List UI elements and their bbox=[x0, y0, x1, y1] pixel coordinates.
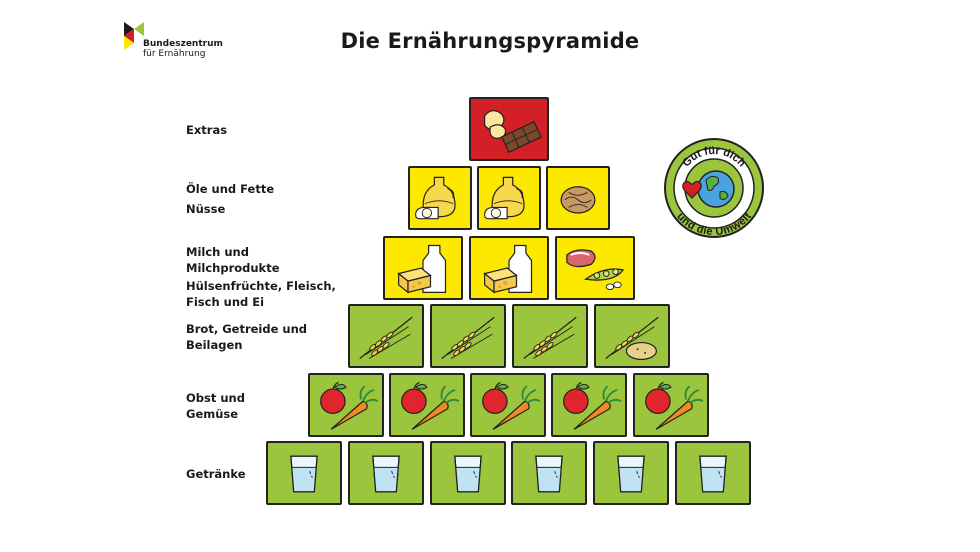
apple-carrot-icon bbox=[320, 381, 379, 430]
pyramid-tile-drinks bbox=[266, 441, 342, 505]
milk-cheese-icon bbox=[483, 244, 533, 294]
grain-icon bbox=[441, 316, 495, 359]
pyramid-tile-drinks bbox=[511, 441, 587, 505]
label-line: Öle und Fette bbox=[186, 182, 275, 196]
glass-water-icon bbox=[617, 455, 645, 493]
pyramid-tile-produce bbox=[308, 373, 384, 437]
label-line: Obst und bbox=[186, 391, 245, 405]
milk-cheese-icon bbox=[397, 244, 447, 294]
pyramid-tile-grains bbox=[594, 304, 670, 368]
badge-bottom-text: und die Umwelt bbox=[674, 210, 754, 238]
apple-carrot-icon bbox=[482, 381, 541, 430]
pyramid-tile-produce bbox=[389, 373, 465, 437]
sweets-snacks-icon bbox=[484, 110, 543, 153]
pyramid-tile-grains bbox=[512, 304, 588, 368]
grain-icon bbox=[359, 316, 413, 359]
pyramid-tile-extras bbox=[469, 97, 549, 161]
label-line: Gemüse bbox=[186, 407, 239, 421]
apple-carrot-icon bbox=[401, 381, 460, 430]
label-dairy: Milch und Milchprodukte Hülsenfrüchte, F… bbox=[186, 244, 336, 310]
pyramid-tile-drinks bbox=[593, 441, 669, 505]
glass-water-icon bbox=[535, 455, 563, 493]
walnut-icon bbox=[560, 186, 596, 214]
svg-text:und die Umwelt: und die Umwelt bbox=[674, 210, 754, 238]
grain-icon bbox=[523, 316, 577, 359]
label-line: Milch und Milchprodukte bbox=[186, 245, 280, 275]
label-extras: Extras bbox=[186, 122, 336, 138]
pyramid-tile-drinks bbox=[430, 441, 506, 505]
label-produce: Obst und Gemüse bbox=[186, 390, 336, 422]
label-line: Nüsse bbox=[186, 202, 226, 216]
pyramid-tile-grains bbox=[430, 304, 506, 368]
pyramid-tile-drinks bbox=[675, 441, 751, 505]
logo-line2: für Ernährung bbox=[143, 49, 206, 59]
pyramid-tile-oils bbox=[546, 166, 610, 230]
meat-legumes-icon bbox=[566, 249, 625, 291]
logo-flag-icon bbox=[124, 22, 144, 50]
label-drinks: Getränke bbox=[186, 466, 336, 482]
bzfe-logo: Bundeszentrum für Ernährung bbox=[122, 20, 242, 60]
logo-text: Bundeszentrum für Ernährung bbox=[143, 39, 223, 59]
glass-water-icon bbox=[454, 455, 482, 493]
label-line: Beilagen bbox=[186, 338, 243, 352]
pyramid-tile-produce bbox=[470, 373, 546, 437]
label-line: Brot, Getreide und bbox=[186, 322, 307, 336]
pyramid-tile-oils bbox=[408, 166, 472, 230]
label-grains: Brot, Getreide und Beilagen bbox=[186, 321, 336, 353]
grain-potato-icon bbox=[605, 316, 659, 361]
heart-icon bbox=[682, 180, 702, 199]
label-line: Getränke bbox=[186, 467, 246, 481]
label-oils: Öle und Fette Nüsse bbox=[186, 181, 336, 217]
pyramid-tile-drinks bbox=[348, 441, 424, 505]
glass-water-icon bbox=[699, 455, 727, 493]
pyramid-tile-dairy bbox=[469, 236, 549, 300]
label-line: Extras bbox=[186, 123, 228, 137]
apple-carrot-icon bbox=[645, 381, 704, 430]
pyramid-tile-produce bbox=[633, 373, 709, 437]
pyramid-tile-dairy bbox=[555, 236, 635, 300]
logo-line1: Bundeszentrum bbox=[143, 39, 223, 49]
pyramid-tile-grains bbox=[348, 304, 424, 368]
glass-water-icon bbox=[290, 455, 318, 493]
eco-badge: Gut für dich und die Umwelt bbox=[662, 136, 766, 240]
glass-water-icon bbox=[372, 455, 400, 493]
label-line: Fisch und Ei bbox=[186, 295, 265, 309]
page-title: Die Ernährungspyramide bbox=[340, 29, 640, 53]
oil-butter-icon bbox=[484, 176, 525, 220]
label-line: Hülsenfrüchte, Fleisch, bbox=[186, 279, 336, 293]
pyramid-tile-produce bbox=[551, 373, 627, 437]
oil-butter-icon bbox=[415, 176, 456, 220]
pyramid-tile-oils bbox=[477, 166, 541, 230]
apple-carrot-icon bbox=[563, 381, 622, 430]
pyramid-tile-dairy bbox=[383, 236, 463, 300]
